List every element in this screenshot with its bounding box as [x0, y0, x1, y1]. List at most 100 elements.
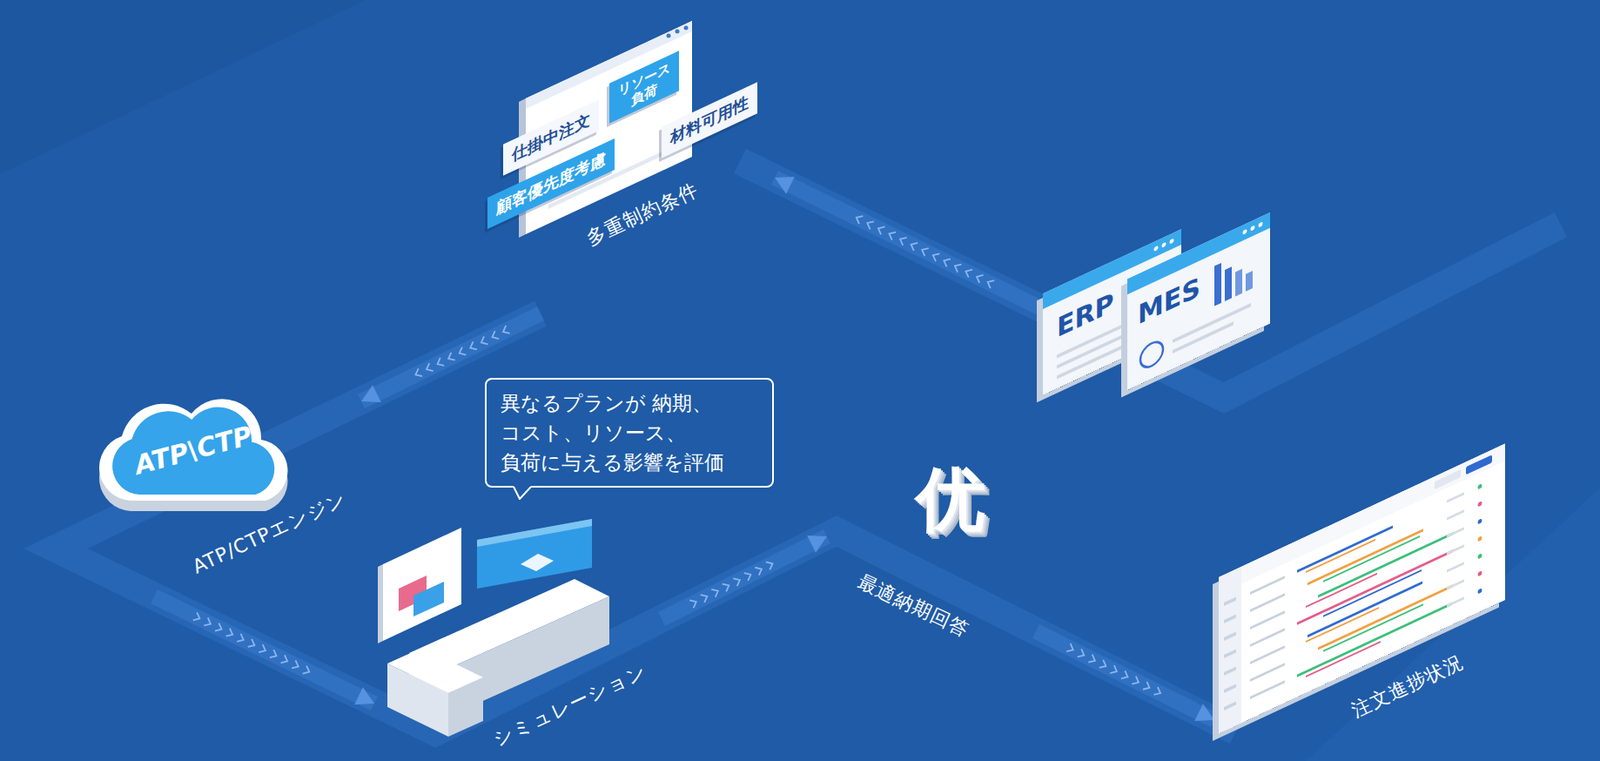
screen-shape-part [1218, 443, 1506, 733]
screen-shape-part [1250, 645, 1285, 665]
mes-shape-part [1258, 221, 1264, 228]
bubble-tail [512, 484, 532, 500]
floor-shade [0, 0, 366, 175]
flow-band [661, 536, 827, 619]
screen-shape-part [1446, 509, 1465, 520]
screen-shape-part [1250, 610, 1285, 630]
arrow-head [806, 535, 827, 553]
node-label: 最適納期回答 [853, 568, 974, 644]
desk-shape-part [413, 581, 444, 617]
flow-chevrons [415, 325, 510, 377]
screen-shape-part [1478, 587, 1483, 594]
desk-shape-part [387, 663, 449, 737]
screen-shape-part [1250, 575, 1285, 595]
optimal-date-mark: 优最適納期回答 [826, 452, 1036, 653]
card-shape-part [684, 26, 689, 31]
mes-shape-part [1214, 262, 1222, 307]
simulation-station: シミュレーション [374, 513, 662, 753]
card-shape-part [666, 33, 672, 39]
screen-shape-part [1250, 592, 1285, 612]
screen-shape-part [1446, 491, 1465, 503]
screen-shape-part [1223, 613, 1237, 624]
label-holder: 优 [915, 453, 986, 548]
floor-path [55, 313, 1237, 733]
screen-shape-part [1478, 552, 1483, 559]
screen-shape-part [1250, 662, 1285, 682]
arrow-head [1194, 703, 1215, 721]
flow-chevrons [689, 561, 773, 608]
card-shape-part [675, 29, 680, 34]
mes-shape-part [1245, 270, 1253, 292]
screen-shape-part [1305, 640, 1381, 678]
screen-shape-part [1465, 454, 1493, 475]
screen-shape-part [1446, 578, 1465, 590]
mes-shape-part [1127, 212, 1271, 390]
screen-shape-part [1241, 443, 1506, 584]
flow-connector [661, 535, 827, 619]
flow-chevrons [193, 611, 310, 673]
atp-ctp-cloud: ATP\CTPATP/CTPエンジン [82, 369, 362, 597]
screen-shape-part [1478, 570, 1483, 577]
desk-shape-part [377, 564, 384, 644]
screen-shape-part [1223, 683, 1237, 693]
screen-shape-part [1218, 566, 1242, 734]
flow-band [774, 177, 1043, 310]
mes-shape-part [1172, 302, 1251, 343]
erp-shape-part [1162, 242, 1167, 249]
mes-shape-part [1172, 321, 1234, 354]
screen-shape-part [1478, 535, 1483, 542]
screen-shape-part [1307, 581, 1423, 639]
flow-chevrons [856, 215, 995, 289]
screen-shape-part [1446, 561, 1465, 572]
arrow-head [361, 384, 382, 403]
screen-shape-part [1317, 584, 1453, 650]
screen-shape-part [1446, 526, 1465, 538]
speech-bubble: 異なるプランが 納期、コスト、リソース、 負荷に与える影響を評価 [484, 377, 774, 488]
mes-shape-part [1243, 228, 1248, 236]
screen-shape-part [1434, 469, 1461, 490]
screen-shape [1218, 443, 1506, 733]
screen-shape-part [1223, 700, 1237, 711]
bubble-tail-part [513, 484, 532, 499]
mes-shape-part [1140, 337, 1164, 371]
mes-shape-part [1235, 268, 1243, 297]
node-label: 优 [915, 453, 986, 548]
screen-shape-part [1478, 483, 1483, 490]
screen-shape-part [1446, 544, 1465, 555]
cloud-shape-part [112, 407, 275, 495]
flow-connector [1035, 631, 1215, 721]
desk-shape-part [477, 518, 592, 589]
mes-window: MES [1127, 212, 1271, 390]
arrow-head [354, 686, 375, 705]
screen-shape-part [1323, 535, 1420, 583]
desk-shape-part [520, 553, 554, 572]
flow-band [1035, 631, 1215, 720]
screen-shape-part [1223, 648, 1237, 659]
flow-connector [774, 176, 1043, 310]
screen-shape-part [1223, 596, 1237, 606]
screen-shape-part [1223, 665, 1237, 676]
screen-shape-part [1478, 500, 1483, 507]
constraint-card: 多重制約条件仕掛中注文リソース 負荷顧客優先度考慮材料可用性 [470, 17, 775, 314]
screen-shape-part [1223, 631, 1237, 641]
floor-path [739, 161, 1561, 398]
card-shape-part [518, 98, 526, 238]
screen-shape-part [1478, 517, 1483, 525]
screen-shape-part [1250, 627, 1285, 647]
label-holder: 最適納期回答 [853, 568, 974, 644]
screen-shape-part [1307, 528, 1424, 585]
node-label: 異なるプランが 納期、コスト、リソース、 負荷に与える影響を評価 [500, 388, 759, 478]
mes-shape-part [1250, 224, 1256, 231]
flow-connector [154, 596, 375, 705]
bubble-tail-part [513, 486, 532, 499]
cloud-shape-part [99, 398, 288, 501]
screen-shape-part [1317, 531, 1454, 599]
screen-panel [1218, 443, 1506, 733]
mes-shape-part [1224, 266, 1232, 302]
desk-shape-part [477, 518, 592, 547]
erp-shape-part [1169, 237, 1175, 244]
flow-chevrons [1066, 643, 1161, 695]
screen-shape-part [1250, 679, 1285, 700]
arrow-head [774, 176, 795, 195]
